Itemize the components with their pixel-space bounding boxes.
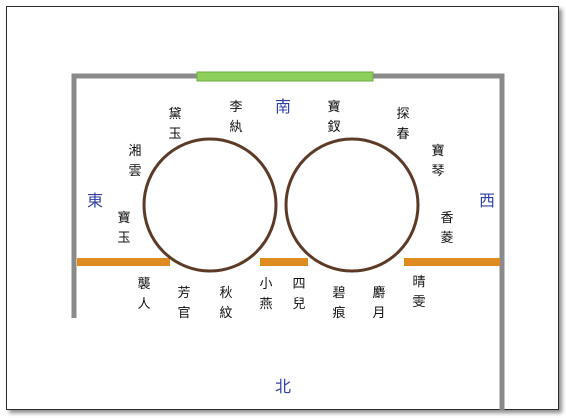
seat-baoqin: 寶 琴 bbox=[431, 143, 444, 179]
seat-daiyu-char-2: 玉 bbox=[168, 127, 181, 142]
seat-xiangling-char-1: 香 bbox=[440, 211, 453, 226]
seat-xiangyun-char-1: 湘 bbox=[128, 144, 141, 159]
round-table-right bbox=[284, 137, 420, 273]
seat-tanchun-char-1: 探 bbox=[396, 107, 409, 122]
seat-liwan-char-1: 李 bbox=[229, 100, 242, 115]
seat-sier-char-1: 四 bbox=[292, 277, 305, 292]
seat-qiuwen-char-1: 秋 bbox=[219, 286, 232, 301]
seat-qiuwen: 秋 紋 bbox=[219, 286, 232, 321]
seat-liwan-char-2: 紈 bbox=[229, 120, 242, 135]
seat-xiren-char-2: 人 bbox=[137, 297, 150, 312]
seat-bihen: 碧 痕 bbox=[332, 286, 345, 321]
seat-sheyue: 麝 月 bbox=[372, 286, 385, 321]
seat-daiyu-char-1: 黛 bbox=[168, 107, 181, 122]
seat-bihen-char-2: 痕 bbox=[332, 305, 345, 321]
seat-xiaoyan-char-2: 燕 bbox=[259, 297, 272, 312]
seat-tanchun-char-2: 春 bbox=[396, 127, 409, 142]
seat-xiangyun: 湘 雲 bbox=[128, 144, 141, 179]
seat-baoyu-char-1: 寶 bbox=[117, 210, 130, 226]
seat-qingwen-char-2: 雯 bbox=[412, 295, 425, 310]
seat-xiangyun-char-2: 雲 bbox=[128, 164, 141, 179]
seat-sier-char-2: 兒 bbox=[292, 297, 305, 312]
seat-tanchun: 探 春 bbox=[396, 107, 409, 142]
seat-bihen-char-1: 碧 bbox=[332, 286, 345, 301]
seat-xiren: 襲 人 bbox=[137, 276, 150, 312]
room-wall bbox=[71, 73, 505, 410]
seat-xiangling: 香 菱 bbox=[440, 211, 453, 246]
seat-sheyue-char-2: 月 bbox=[372, 306, 385, 321]
seat-sier: 四 兒 bbox=[292, 277, 305, 312]
seat-qiuwen-char-2: 紋 bbox=[219, 306, 232, 321]
direction-label-east: 東 bbox=[87, 191, 103, 210]
seat-sheyue-char-1: 麝 bbox=[372, 286, 385, 301]
direction-label-bottom: 北 bbox=[275, 377, 291, 396]
seat-baochai: 寶 釵 bbox=[327, 99, 340, 135]
seat-qingwen-char-1: 晴 bbox=[412, 275, 425, 290]
seat-daiyu: 黛 玉 bbox=[168, 107, 181, 142]
seat-fangguan: 芳 官 bbox=[177, 286, 190, 321]
seat-xiaoyan-char-1: 小 bbox=[259, 277, 272, 292]
seat-fangguan-char-1: 芳 bbox=[177, 286, 190, 301]
seat-liwan: 李 紈 bbox=[229, 100, 242, 135]
seat-xiangling-char-2: 菱 bbox=[440, 231, 453, 246]
round-table-left bbox=[142, 137, 278, 273]
seat-baoyu: 寶 玉 bbox=[117, 210, 130, 246]
seat-xiren-char-1: 襲 bbox=[137, 276, 150, 292]
seat-baochai-char-2: 釵 bbox=[327, 119, 340, 135]
seat-qingwen: 晴 雯 bbox=[412, 275, 425, 310]
direction-label-top: 南 bbox=[275, 97, 291, 116]
direction-label-west: 西 bbox=[479, 191, 495, 210]
seat-fangguan-char-2: 官 bbox=[177, 305, 190, 321]
seat-baoqin-char-2: 琴 bbox=[431, 164, 444, 179]
seat-baoyu-char-2: 玉 bbox=[117, 231, 130, 246]
seat-baochai-char-1: 寶 bbox=[327, 99, 340, 115]
top-green-bar bbox=[196, 71, 374, 82]
seat-baoqin-char-1: 寶 bbox=[431, 143, 444, 159]
seat-xiaoyan: 小 燕 bbox=[259, 277, 272, 312]
